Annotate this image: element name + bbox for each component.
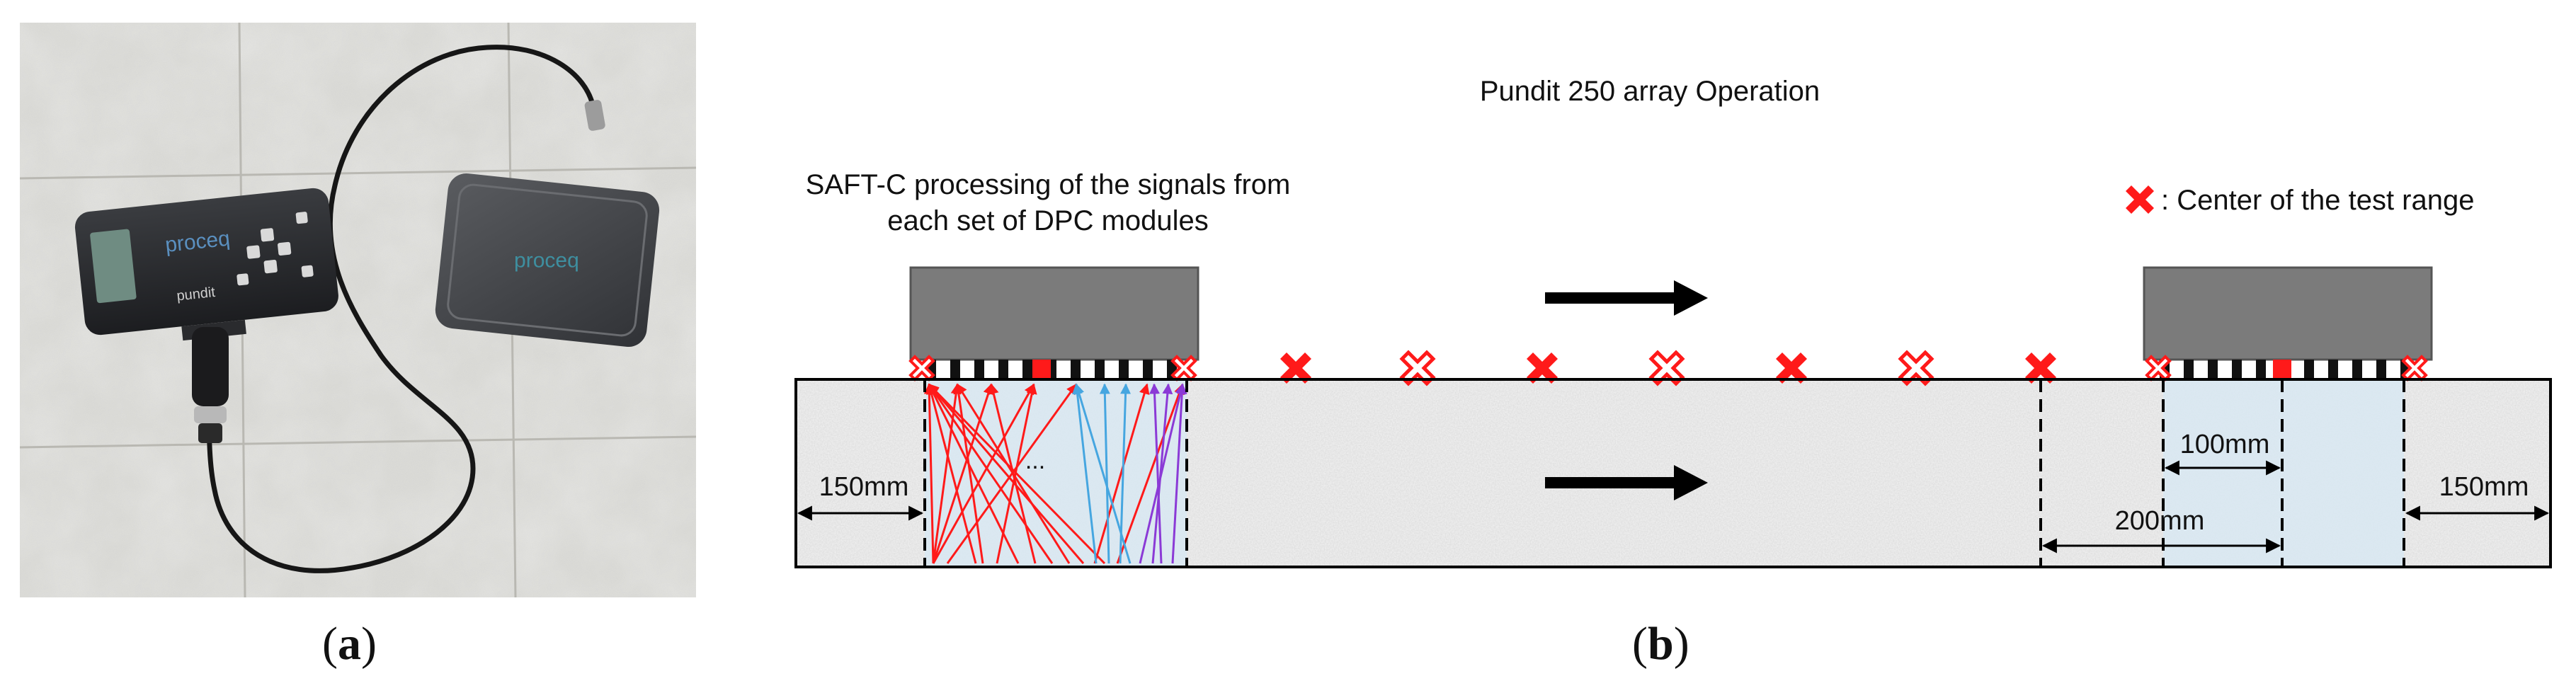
dim-200-label: 200mm — [2115, 506, 2205, 536]
processing-note-line1: SAFT-C processing of the signals from — [806, 169, 1291, 200]
outline-marker-icon — [1898, 350, 1934, 386]
dimension-lines — [797, 460, 2550, 554]
rays-ellipsis: ... — [1025, 447, 1045, 474]
outline-marker-icon — [908, 355, 935, 382]
dim-left-label: 150mm — [819, 472, 909, 502]
movement-arrow-top — [1545, 280, 1708, 316]
caption-a: (a) — [322, 618, 377, 670]
left-test-area — [925, 381, 1187, 566]
processing-note-line2: each set of DPC modules — [887, 205, 1209, 236]
outline-marker-icon — [2401, 355, 2428, 382]
carrying-case: proceq — [435, 173, 660, 348]
filled-marker-icon — [1280, 352, 1311, 384]
device-handle — [192, 327, 229, 443]
movement-arrow-bottom — [1545, 465, 1708, 500]
caption-a-letter: a — [337, 618, 361, 670]
caption-b: (b) — [1632, 618, 1689, 670]
slab-outline — [794, 378, 2552, 568]
left-probe — [909, 266, 1199, 378]
legend-marker-icon — [2126, 185, 2154, 214]
legend-label: : Center of the test range — [2161, 185, 2474, 216]
device-photo: proceq proceq pundit — [19, 22, 697, 598]
device-cable — [206, 45, 596, 573]
cable-connector — [584, 100, 605, 131]
dashed-guides — [923, 379, 2405, 567]
dim-100-label: 100mm — [2180, 430, 2270, 459]
outline-marker-icon — [1170, 355, 1197, 382]
outline-marker-icon — [1399, 350, 1436, 386]
filled-marker-icon — [1776, 352, 1807, 384]
right-probe — [2143, 266, 2433, 378]
signal-rays — [923, 383, 1187, 565]
test-center-markers — [908, 350, 2428, 386]
device-photo-svg: proceq proceq pundit — [19, 22, 697, 598]
case-brand-text: proceq — [514, 248, 579, 272]
diagram-svg: Pundit 250 array Operation SAFT-C proces… — [794, 76, 2552, 568]
array-operation-diagram: Pundit 250 array Operation SAFT-C proces… — [772, 0, 2576, 684]
dim-right-label: 150mm — [2439, 472, 2529, 502]
outline-marker-icon — [2145, 355, 2172, 382]
filled-marker-icon — [1527, 352, 1558, 384]
outline-marker-icon — [1648, 350, 1685, 386]
filled-marker-icon — [2025, 352, 2056, 384]
diagram-title: Pundit 250 array Operation — [1480, 76, 1820, 107]
caption-b-letter: b — [1647, 618, 1674, 670]
device-keypad — [236, 212, 314, 286]
